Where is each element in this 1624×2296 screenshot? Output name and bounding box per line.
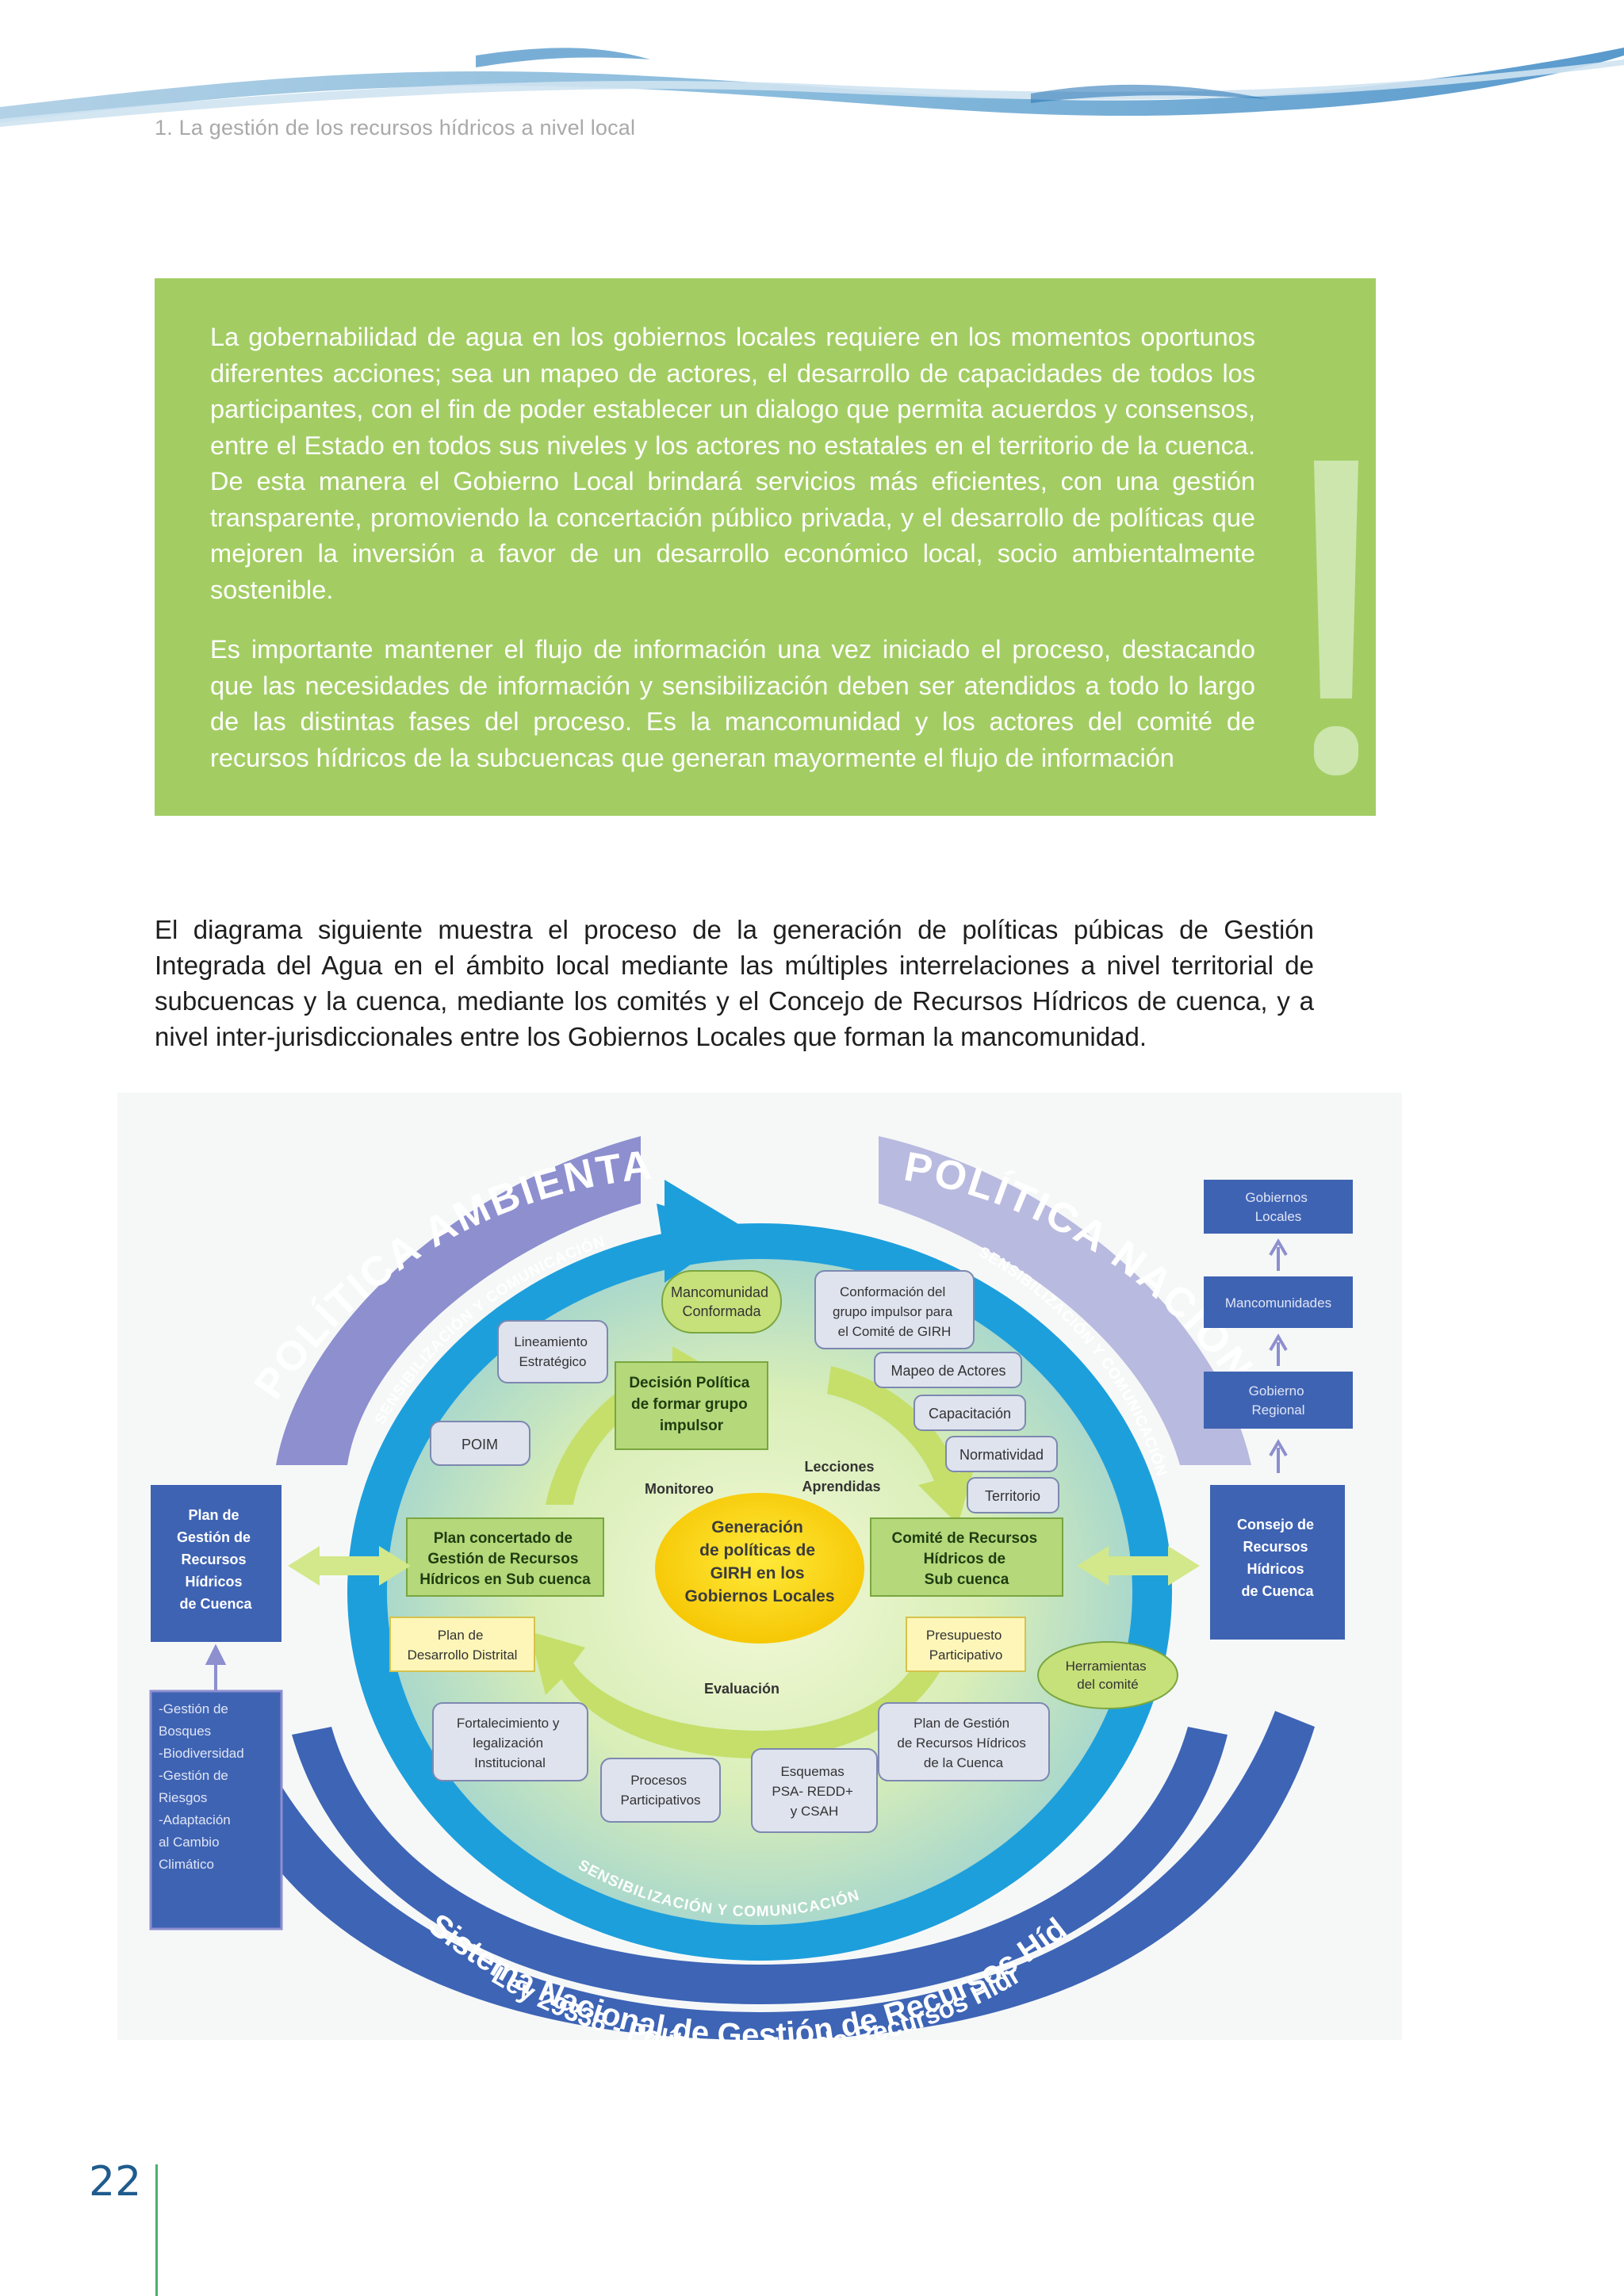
center-label: Generación de políticas de GIRH en los G… [684, 1518, 834, 1605]
box-decision-politica-label: Decisión Política de formar grupo impuls… [629, 1375, 753, 1434]
footer-rule [155, 2164, 158, 2296]
box-plan-concertado [406, 1517, 604, 1597]
bubble-plan-gestion-cuenca [878, 1702, 1050, 1781]
note-presupuesto-label: Presupuesto Participativo [926, 1628, 1005, 1663]
arc-politica-ambiental [276, 1136, 641, 1465]
label-evaluacion: Evaluación [704, 1681, 779, 1697]
chip-capacitacion-label: Capacitación [929, 1406, 1011, 1422]
exclamation-icon [1314, 461, 1358, 775]
bubble-procesos-label: Procesos Participativos [620, 1773, 700, 1808]
double-arrow-left [288, 1546, 411, 1586]
chip-normatividad [945, 1436, 1058, 1472]
chip-mapeo-label: Mapeo de Actores [891, 1363, 1005, 1379]
bubble-conformacion-label: Conformación del grupo impulsor para el … [833, 1284, 956, 1339]
note-plan-desarrollo-label: Plan de Desarrollo Distrital [408, 1628, 518, 1663]
arrow-up-icon [205, 1644, 227, 1691]
box-environmental-topics [149, 1689, 283, 1931]
ring-arrowhead-icon [665, 1180, 744, 1283]
double-arrow-right [1077, 1546, 1200, 1586]
bubble-herramientas-label: Herramientas del comité [1066, 1659, 1151, 1692]
bubble-poim [430, 1421, 530, 1466]
box-consejo-recursos [1210, 1485, 1345, 1640]
cycle-arrow-bottom [530, 1624, 958, 1758]
bubble-plan-gestion-cuenca-label: Plan de Gestión de Recursos Hídricos de … [897, 1716, 1029, 1770]
arc-politica-nacional [879, 1136, 1251, 1465]
intro-paragraph: El diagrama siguiente muestra el proceso… [155, 915, 1314, 1051]
box-comite-recursos [870, 1517, 1063, 1597]
callout-paragraph: Es importante mantener el flujo de infor… [210, 635, 1255, 772]
chip-capacitacion [914, 1395, 1026, 1431]
note-plan-desarrollo [389, 1617, 535, 1672]
arc-sistema-nacional-inner [292, 1727, 1228, 2004]
arc-sistema-nacional [205, 1711, 1315, 2040]
bubble-poim-label: POIM [462, 1437, 498, 1452]
callout-box: La gobernabilidad de agua en los gobiern… [155, 278, 1376, 816]
chip-mapeo [874, 1352, 1022, 1388]
cycle-arrow-top-right [827, 1366, 974, 1525]
box-plan-gestion-cuenca-label: Plan de Gestión de Recursos Hídricos de … [177, 1507, 255, 1612]
box-plan-gestion-cuenca [151, 1485, 282, 1642]
chip-territorio [967, 1477, 1059, 1513]
page-number: 22 [89, 2158, 142, 2206]
arrow-up-icon [1269, 1439, 1288, 1473]
box-gobiernos-locales [1204, 1180, 1353, 1234]
box-gobiernos-locales-label: Gobiernos Locales [1245, 1190, 1311, 1224]
bubble-conformacion [814, 1270, 975, 1349]
bubble-esquemas-label: Esquemas PSA- REDD+ y CSAH [772, 1764, 856, 1819]
bubble-fortalecimiento [432, 1702, 588, 1781]
chip-normatividad-label: Normatividad [959, 1447, 1044, 1463]
bubble-fortalecimiento-label: Fortalecimiento y legalización Instituci… [457, 1716, 563, 1770]
bubble-herramientas [1037, 1641, 1178, 1709]
box-consejo-recursos-label: Consejo de Recursos Hídricos de Cuenca [1237, 1517, 1318, 1599]
box-gobierno-regional [1204, 1372, 1353, 1429]
bubble-mancomunidad [661, 1270, 782, 1334]
box-comite-recursos-label: Comité de Recursos Hídricos de Sub cuenc… [891, 1530, 1041, 1588]
header-water-wave [0, 48, 1624, 127]
label-monitoreo: Monitoreo [645, 1481, 714, 1497]
note-presupuesto [906, 1617, 1026, 1672]
running-head: 1. La gestión de los recursos hídricos a… [155, 116, 636, 140]
bubble-mancomunidad-label: Mancomunidad Conformada [671, 1284, 772, 1319]
label-lecciones: Lecciones Aprendidas [802, 1459, 880, 1494]
center-ellipse [655, 1493, 864, 1644]
callout-paragraph: La gobernabilidad de agua en los gobiern… [210, 323, 1255, 604]
box-plan-concertado-label: Plan concertado de Gestión de Recursos H… [419, 1530, 591, 1588]
bubble-lineamiento [497, 1320, 608, 1383]
arrow-up-icon [1269, 1334, 1288, 1366]
bubble-procesos [600, 1758, 721, 1823]
girh-process-diagram: POLÍTICA AMBIENTAL POLÍTICA NACIONAL SEN… [117, 1093, 1402, 2040]
bubble-esquemas [751, 1748, 878, 1833]
bubble-lineamiento-label: Lineamiento Estratégico [514, 1334, 591, 1369]
chip-territorio-label: Territorio [985, 1488, 1040, 1504]
box-gobierno-regional-label: Gobierno Regional [1249, 1383, 1308, 1418]
box-decision-politica [615, 1361, 768, 1450]
box-mancomunidades [1204, 1276, 1353, 1328]
arrow-up-icon [1269, 1238, 1288, 1271]
box-mancomunidades-label: Mancomunidades [1225, 1295, 1331, 1311]
list-environmental-topics: -Gestión de Bosques -Biodiversidad -Gest… [159, 1701, 247, 1872]
